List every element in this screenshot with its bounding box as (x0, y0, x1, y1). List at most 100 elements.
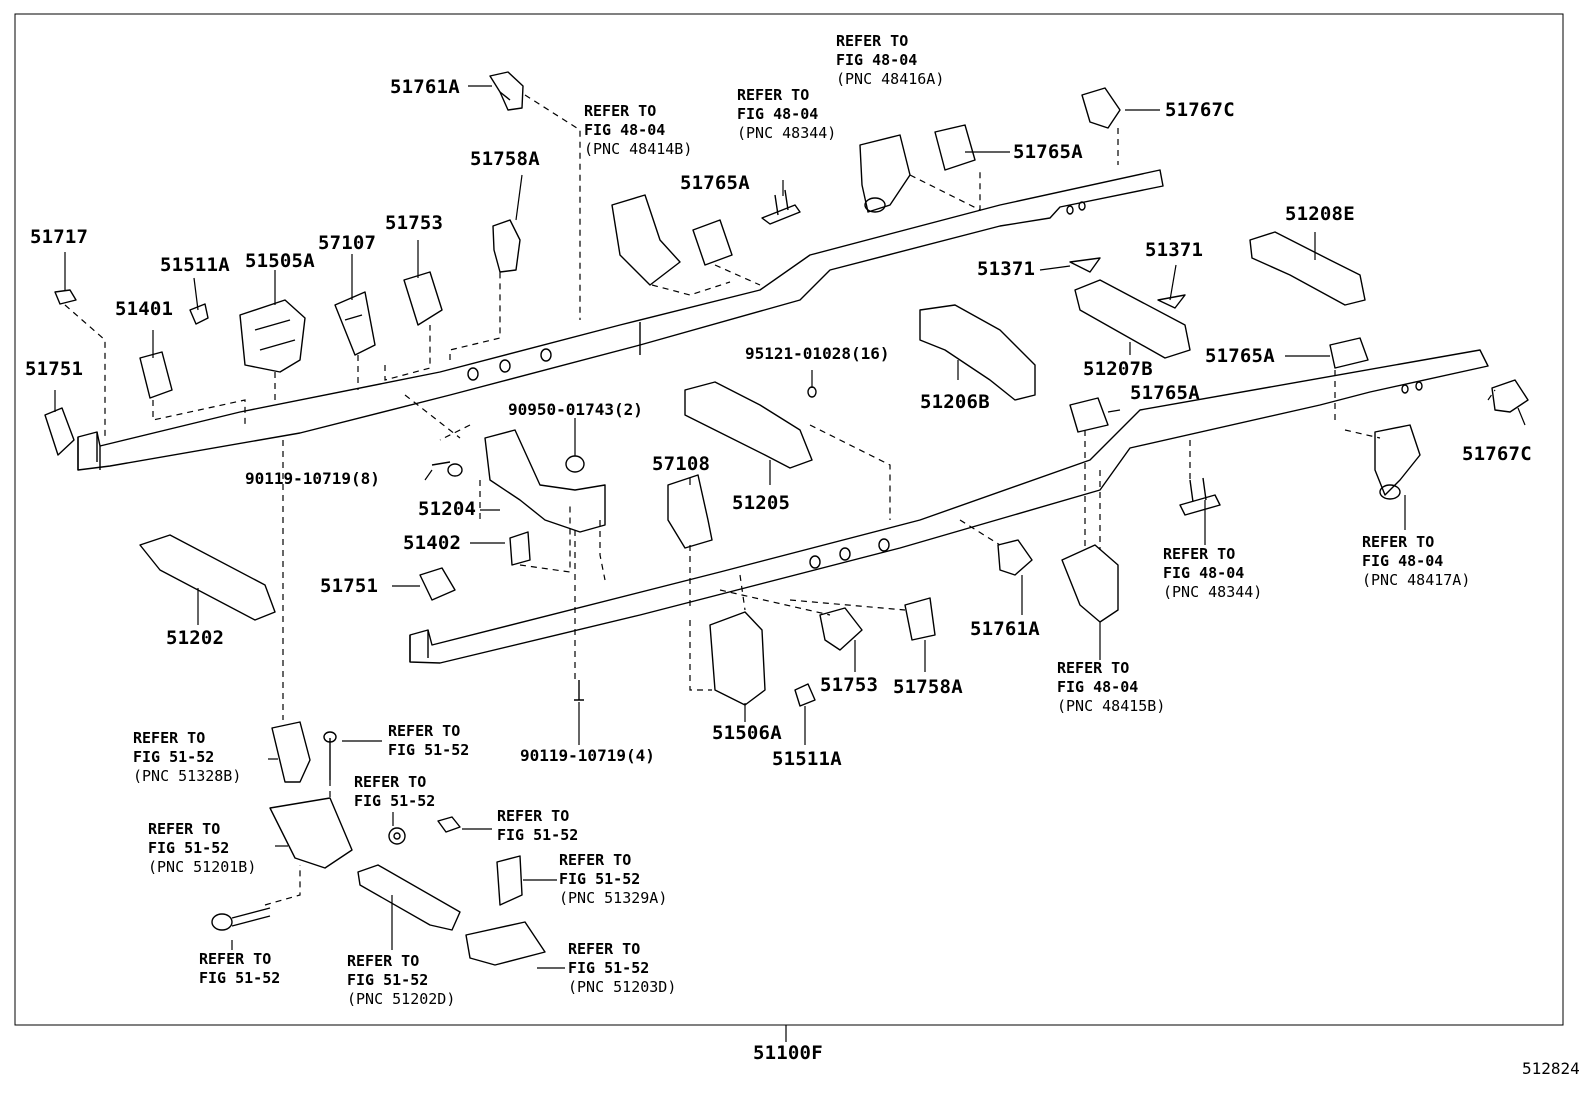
part-48344-b (1179, 477, 1221, 516)
part-51717 (54, 289, 77, 305)
refer-line2: FIG 51-52 (497, 826, 579, 844)
part-51511A-bot (794, 683, 816, 707)
label-51371-b: 51371 (1145, 239, 1204, 261)
refer-line1: REFER TO (1362, 533, 1435, 551)
label-90119-b: 90119-10719(4) (520, 746, 655, 765)
part-51202 (139, 534, 276, 621)
refer-line2: FIG 48-04 (584, 121, 666, 139)
refer-line1: REFER TO (388, 722, 461, 740)
part-51767C-top (1081, 87, 1121, 129)
refer-line3: (PNC 48417A) (1362, 571, 1471, 589)
label-51717: 51717 (30, 226, 89, 248)
left-side-rail (77, 169, 1164, 471)
label-57107: 57107 (318, 232, 377, 254)
label-51753-left: 51753 (385, 212, 444, 234)
refer-48344-b: REFER TO FIG 48-04 (PNC 48344) (1163, 545, 1262, 602)
label-51100F: 51100F (753, 1042, 823, 1064)
label-51767C-top: 51767C (1165, 99, 1235, 121)
refer-line3: (PNC 48344) (737, 124, 837, 142)
part-51765A-r2 (1069, 397, 1109, 433)
refer-line3: (PNC 48414B) (584, 140, 693, 158)
refer-line2: FIG 48-04 (1362, 552, 1444, 570)
refer-line1: REFER TO (133, 729, 206, 747)
part-51761A-bot (997, 539, 1033, 576)
label-51765A-r1: 51765A (1205, 345, 1275, 367)
refer-line1: REFER TO (199, 950, 272, 968)
label-51511A-left: 51511A (160, 254, 230, 276)
refer-48417A: REFER TO FIG 48-04 (PNC 48417A) (1362, 533, 1470, 590)
refer-line3: (PNC 51329A) (559, 889, 668, 907)
label-51765A-r2: 51765A (1130, 382, 1200, 404)
label-51506A: 51506A (712, 722, 782, 744)
label-51751-left: 51751 (25, 358, 84, 380)
refer-line3: (PNC 48344) (1163, 583, 1263, 601)
refer-51-52-washer: REFER TO FIG 51-52 (354, 773, 435, 811)
part-51761A-top (489, 71, 524, 111)
part-48415B (1061, 544, 1119, 623)
label-95121: 95121-01028(16) (745, 344, 890, 363)
refer-line2: FIG 51-52 (354, 792, 436, 810)
bolt-90119-a (431, 461, 463, 477)
refer-51-52-bolt: REFER TO FIG 51-52 (388, 722, 469, 760)
label-57108: 57108 (652, 453, 711, 475)
label-51511A-bot: 51511A (772, 748, 842, 770)
bolt-90950 (565, 455, 585, 473)
part-51765A-r1 (1329, 337, 1369, 369)
bolt-95121 (807, 386, 817, 398)
part-48344-a (761, 189, 801, 225)
refer-51202D: REFER TO FIG 51-52 (PNC 51202D) (347, 952, 455, 1009)
part-51207B (1074, 279, 1191, 359)
bolt-90119-b (574, 680, 584, 701)
label-51758A-top: 51758A (470, 148, 540, 170)
label-51761A-bot: 51761A (970, 618, 1040, 640)
part-51767C-right (1491, 379, 1529, 413)
refer-line1: REFER TO (1163, 545, 1236, 563)
part-51204 (484, 429, 606, 533)
label-51767C-right: 51767C (1462, 443, 1532, 465)
refer-line2: FIG 48-04 (1057, 678, 1139, 696)
refer-line1: REFER TO (568, 940, 641, 958)
refer-line1: REFER TO (836, 32, 909, 50)
label-51758A-bot: 51758A (893, 676, 963, 698)
label-51401: 51401 (115, 298, 174, 320)
refer-48415B: REFER TO FIG 48-04 (PNC 48415B) (1057, 659, 1165, 716)
washer-51-52 (388, 827, 406, 845)
refer-51-52-nut: REFER TO FIG 51-52 (497, 807, 578, 845)
refer-line3: (PNC 51202D) (347, 990, 456, 1008)
refer-48416A: REFER TO FIG 48-04 (PNC 48416A) (836, 32, 944, 89)
label-51765A-top: 51765A (1013, 141, 1083, 163)
label-51205: 51205 (732, 492, 791, 514)
part-51751-left (44, 407, 75, 456)
part-48416A (859, 134, 911, 213)
refer-line1: REFER TO (497, 807, 570, 825)
refer-51329A: REFER TO FIG 51-52 (PNC 51329A) (559, 851, 667, 908)
part-51208E (1249, 231, 1366, 306)
part-51203D (465, 921, 546, 966)
label-51761A-top: 51761A (390, 76, 460, 98)
label-51751-mid: 51751 (320, 575, 379, 597)
label-90950: 90950-01743(2) (508, 400, 643, 419)
refer-line3: (PNC 51201B) (148, 858, 257, 876)
refer-51-52-bolt2: REFER TO FIG 51-52 (199, 950, 280, 988)
label-51202: 51202 (166, 627, 225, 649)
refer-line3: (PNC 48416A) (836, 70, 945, 88)
refer-51201B: REFER TO FIG 51-52 (PNC 51201B) (148, 820, 256, 877)
refer-line1: REFER TO (584, 102, 657, 120)
part-57107 (334, 291, 376, 356)
part-57108 (667, 474, 713, 549)
part-48417A (1374, 424, 1421, 500)
part-51505A (239, 299, 306, 373)
refer-51203D: REFER TO FIG 51-52 (PNC 51203D) (568, 940, 676, 997)
refer-48344-a: REFER TO FIG 48-04 (PNC 48344) (737, 86, 836, 143)
bolt-51-52-b (211, 907, 271, 931)
label-51206B: 51206B (920, 391, 990, 413)
label-51204: 51204 (418, 498, 477, 520)
label-51505A: 51505A (245, 250, 315, 272)
refer-line3: (PNC 51328B) (133, 767, 242, 785)
label-90119-a: 90119-10719(8) (245, 469, 380, 488)
refer-line1: REFER TO (354, 773, 427, 791)
right-side-rail (409, 349, 1489, 664)
refer-line2: FIG 51-52 (133, 748, 215, 766)
part-51758A-top (492, 219, 521, 273)
